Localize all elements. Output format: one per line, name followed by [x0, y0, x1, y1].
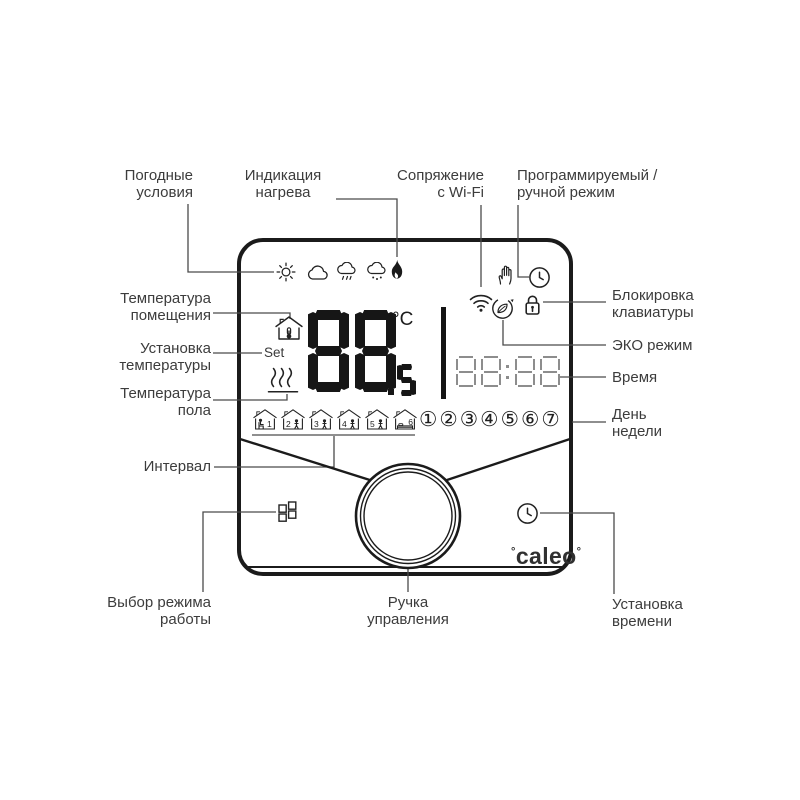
label-control-knob: Ручка управления — [367, 594, 449, 628]
house-thermometer-icon — [275, 316, 303, 340]
eco-leaf-icon — [492, 298, 514, 319]
flame-icon — [391, 259, 403, 279]
logo-dot-left: ° — [511, 546, 516, 558]
clock-icon — [529, 267, 550, 288]
interval-house-3-icon: 3 — [309, 409, 333, 430]
label-time: Время — [612, 369, 658, 386]
svg-text:5: 5 — [370, 419, 375, 429]
weekday-7: ⑦ — [541, 408, 560, 431]
interval-house-1-icon: 1 — [253, 409, 277, 430]
label-interval: Интервал — [143, 458, 211, 475]
label-room-temperature: Температура помещения — [120, 290, 211, 324]
sun-icon — [276, 262, 296, 282]
set-indicator: Set — [264, 345, 285, 360]
rain-cloud-icon — [337, 262, 356, 280]
interval-icons-row: 1 2 3 4 5 — [252, 407, 418, 431]
weekday-5: ⑤ — [500, 408, 519, 431]
label-wifi-pairing: Сопряжение с Wi-Fi — [397, 167, 484, 201]
interval-house-6-icon: 6 — [393, 409, 417, 430]
wifi-icon — [469, 294, 493, 312]
control-knob — [354, 462, 462, 570]
lock-icon — [525, 295, 540, 315]
label-temperature-setting: Установка температуры — [119, 340, 211, 374]
temperature-decimal-display — [388, 364, 416, 396]
caleo-logo: °caleo° — [511, 543, 581, 570]
svg-text:6: 6 — [408, 417, 413, 427]
temperature-display — [308, 310, 396, 392]
time-set-clock-icon — [517, 503, 538, 524]
svg-text:1: 1 — [267, 419, 272, 429]
interval-house-5-icon: 5 — [365, 409, 389, 430]
mode-grid-icon — [278, 501, 297, 522]
svg-text:4: 4 — [342, 419, 347, 429]
label-time-setting: Установка времени — [612, 596, 683, 630]
weekday-6: ⑥ — [520, 408, 540, 431]
label-weather-conditions: Погодные условия — [124, 167, 193, 201]
label-programmable-manual-mode: Программируемый / ручной режим — [517, 167, 658, 201]
label-mode-selection: Выбор режима работы — [107, 594, 211, 628]
interval-house-2-icon: 2 — [281, 409, 305, 430]
time-display — [456, 356, 560, 387]
snow-cloud-icon — [367, 262, 386, 280]
weekday-3: ③ — [459, 408, 479, 431]
weekday-4: ④ — [480, 408, 499, 431]
label-keyboard-lock: Блокировка клавиатуры — [612, 287, 694, 321]
interval-house-4-icon: 4 — [337, 409, 361, 430]
cloud-icon — [307, 265, 328, 280]
svg-text:2: 2 — [286, 419, 291, 429]
logo-text: caleo — [515, 543, 577, 569]
weekday-2: ② — [439, 408, 458, 431]
logo-dot-right: ° — [576, 546, 582, 558]
label-day-of-week: День недели — [612, 406, 663, 440]
label-eco-mode: ЭКО режим — [612, 337, 693, 354]
label-floor-temperature: Температура пола — [120, 385, 211, 419]
label-heating-indication: Индикация нагрева — [244, 167, 322, 201]
weekday-1: ① — [419, 408, 438, 431]
temperature-unit: °C — [392, 309, 414, 330]
hand-icon — [498, 265, 512, 285]
weekday-row: ① ② ③ ④ ⑤ ⑥ ⑦ — [419, 409, 560, 431]
interval-underline — [252, 434, 415, 436]
display-divider — [441, 307, 446, 399]
svg-text:3: 3 — [314, 419, 319, 429]
floor-heating-icon — [267, 367, 299, 393]
